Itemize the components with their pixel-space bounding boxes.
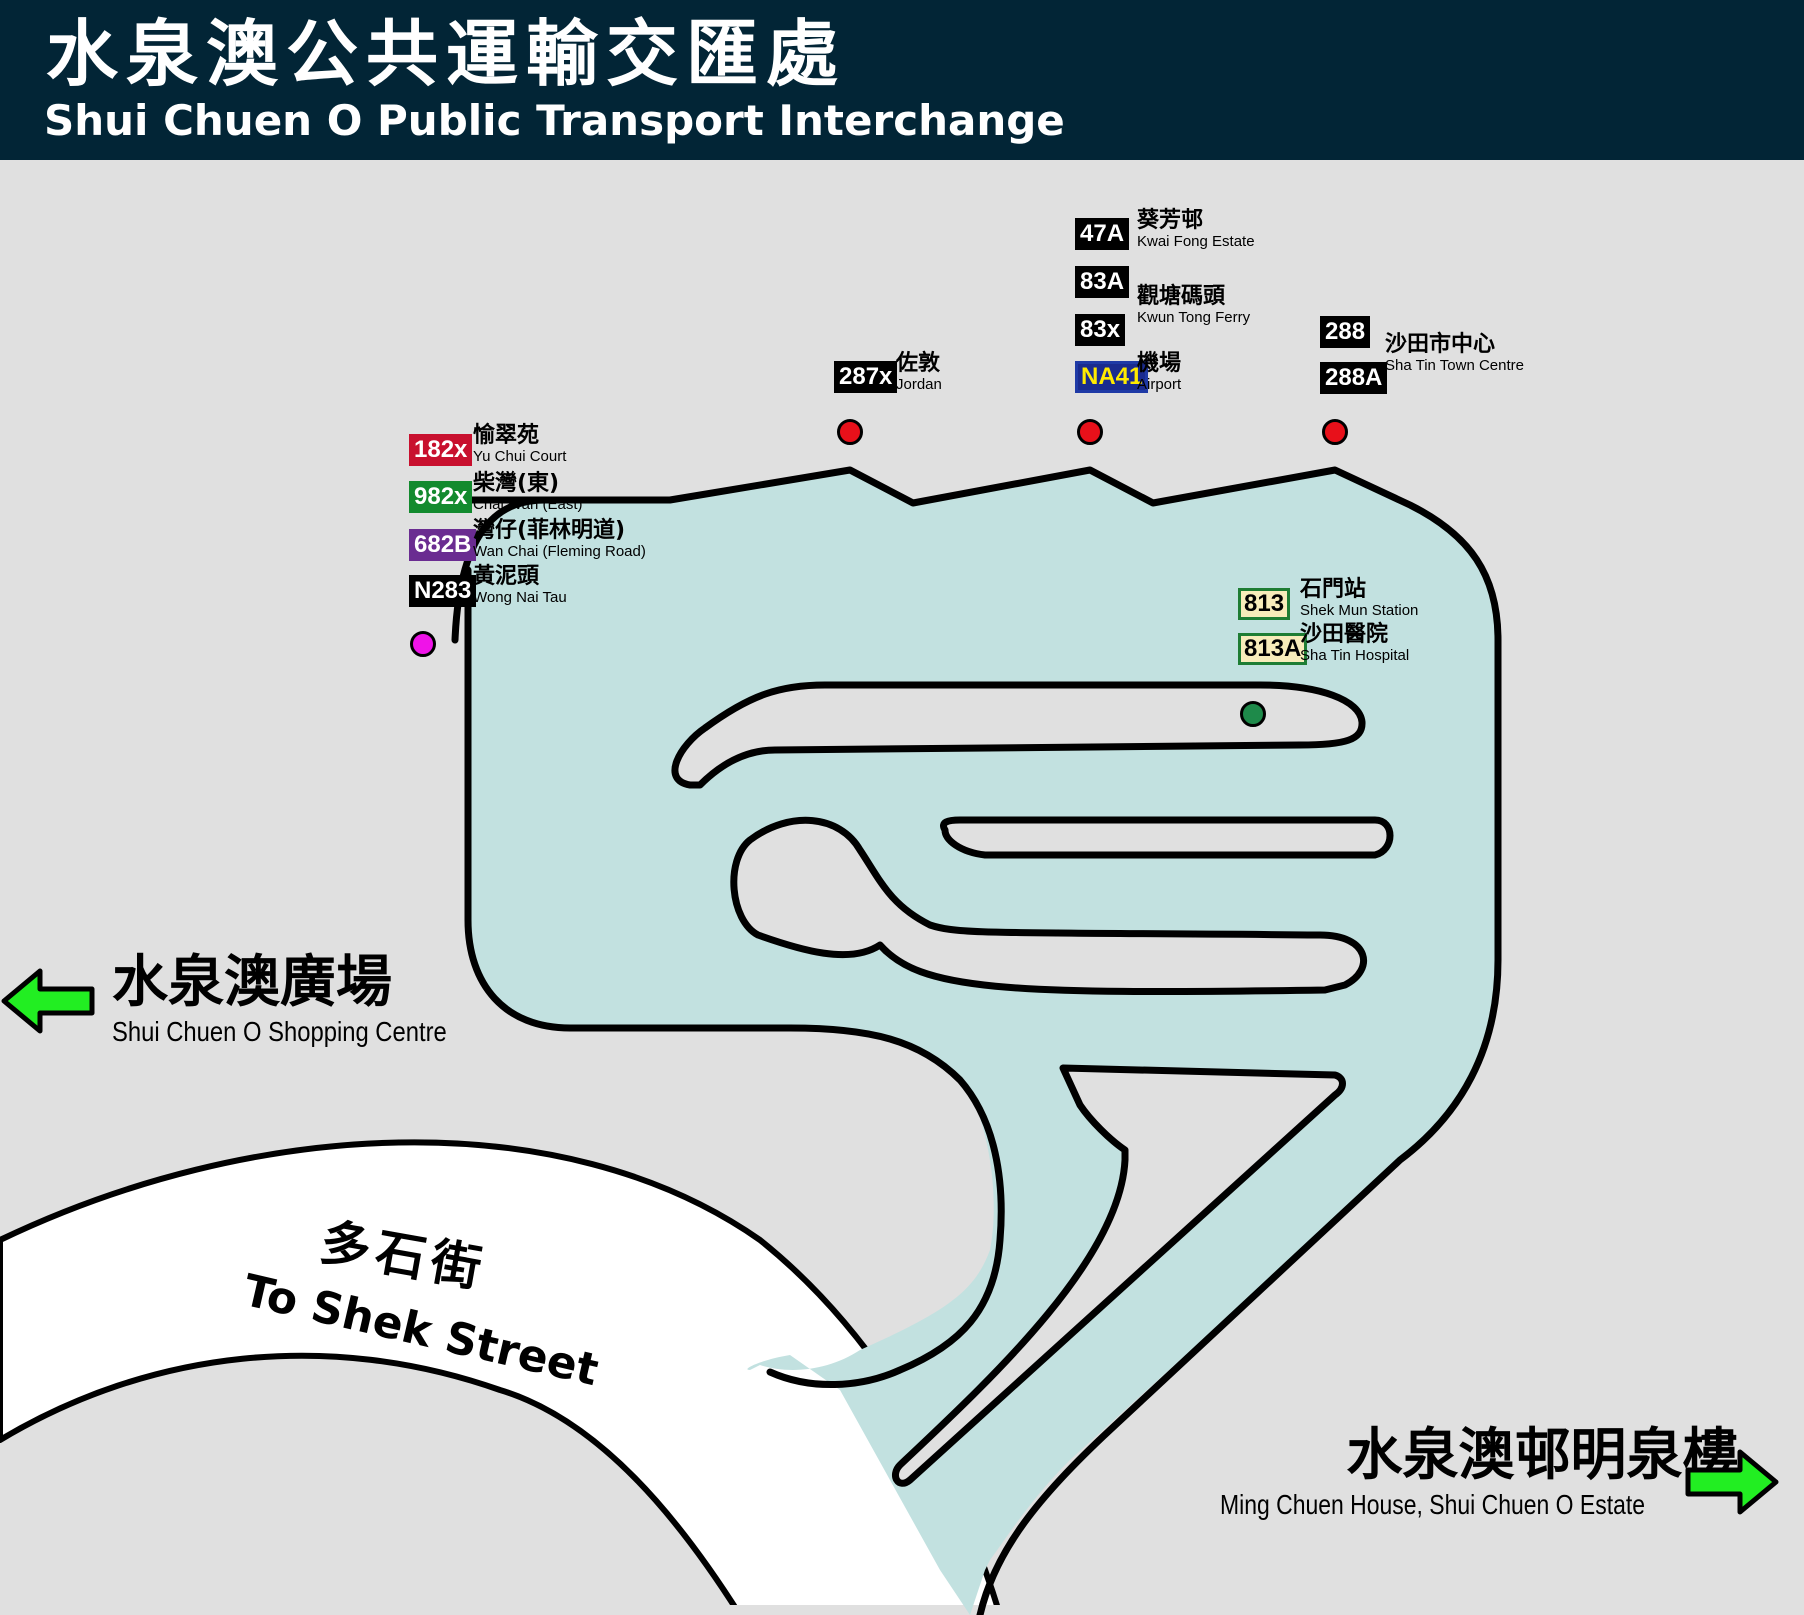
right-arrow-icon [1685, 1449, 1779, 1515]
dest-zh: 機場 [1137, 351, 1182, 376]
dest-en: Airport [1137, 376, 1182, 393]
dest-zh: 沙田醫院 [1300, 622, 1389, 647]
destination-shek-mun-station: 石門站 Shek Mun Station [1300, 577, 1419, 620]
island-4 [892, 1064, 1346, 1487]
dest-en: Kwun Tong Ferry [1137, 309, 1251, 326]
route-badge-813a[interactable]: 813A [1238, 633, 1308, 665]
place-zh: 水泉澳廣場 [112, 950, 392, 1015]
left-arrow-icon [1, 968, 95, 1034]
route-badge-na41[interactable]: NA41 [1075, 361, 1149, 393]
bus-stop-jordan-marker[interactable] [837, 419, 863, 445]
dest-zh: 愉翠苑 [473, 423, 540, 448]
route-badge-982x[interactable]: 982x [409, 481, 473, 513]
island-3 [730, 816, 1367, 996]
dest-en: Sha Tin Hospital [1300, 647, 1410, 664]
destination-wan-chai: 灣仔(菲林明道) Wan Chai (Fleming Road) [473, 518, 646, 561]
bus-stop-shatin-marker[interactable] [1322, 419, 1348, 445]
route-badge-182x[interactable]: 182x [409, 434, 473, 466]
route-badge-83x[interactable]: 83x [1075, 314, 1126, 346]
dest-en: Yu Chui Court [473, 448, 567, 465]
header-title-zh: 水泉澳公共運輸交匯處 [46, 12, 847, 96]
destination-wong-nai-tau: 黃泥頭 Wong Nai Tau [473, 564, 567, 607]
destination-airport: 機場 Airport [1137, 351, 1182, 394]
dest-en: Chai Wan (East) [473, 496, 583, 513]
bus-stop-middle-marker[interactable] [1077, 419, 1103, 445]
destination-sha-tin-hospital: 沙田醫院 Sha Tin Hospital [1300, 622, 1410, 665]
route-badge-288a[interactable]: 288A [1320, 362, 1388, 394]
dest-zh: 佐敦 [896, 351, 941, 376]
header-title-en: Shui Chuen O Public Transport Interchang… [44, 96, 1065, 145]
place-en: Shui Chuen O Shopping Centre [112, 1016, 447, 1047]
island-1 [671, 681, 1366, 789]
to-shek-street-road [0, 1139, 1003, 1615]
route-badge-83a[interactable]: 83A [1075, 266, 1130, 298]
route-badge-n283[interactable]: N283 [409, 575, 477, 607]
dest-zh: 灣仔(菲林明道) [473, 518, 626, 543]
destination-sha-tin-town-centre: 沙田市中心 Sha Tin Town Centre [1385, 332, 1524, 375]
dest-en: Wong Nai Tau [473, 589, 567, 606]
dest-zh: 黃泥頭 [473, 564, 540, 589]
route-badge-288[interactable]: 288 [1320, 316, 1371, 348]
route-badge-287x[interactable]: 287x [834, 361, 898, 393]
dest-zh: 葵芳邨 [1137, 208, 1204, 233]
place-ming-chuen-house: 水泉澳邨明泉樓 Ming Chuen House, Shui Chuen O E… [1220, 1428, 1738, 1521]
destination-jordan: 佐敦 Jordan [896, 351, 942, 394]
dest-en: Shek Mun Station [1300, 602, 1419, 619]
destination-yu-chui-court: 愉翠苑 Yu Chui Court [473, 423, 567, 466]
dest-en: Kwai Fong Estate [1137, 233, 1255, 250]
destination-kwun-tong-ferry: 觀塘碼頭 Kwun Tong Ferry [1137, 284, 1251, 327]
dest-en: Wan Chai (Fleming Road) [473, 543, 646, 560]
place-shopping-centre: 水泉澳廣場 Shui Chuen O Shopping Centre [112, 955, 506, 1048]
bus-stop-west-marker[interactable] [410, 631, 436, 657]
minibus-stop-marker[interactable] [1240, 701, 1266, 727]
dest-en: Sha Tin Town Centre [1385, 357, 1524, 374]
dest-zh: 石門站 [1300, 577, 1367, 602]
route-badge-47a[interactable]: 47A [1075, 218, 1130, 250]
place-en: Ming Chuen House, Shui Chuen O Estate [1220, 1489, 1646, 1520]
header-bar: 水泉澳公共運輸交匯處 Shui Chuen O Public Transport… [0, 0, 1804, 160]
dest-zh: 觀塘碼頭 [1137, 284, 1226, 309]
destination-kwai-fong-estate: 葵芳邨 Kwai Fong Estate [1137, 208, 1255, 251]
route-badge-682b[interactable]: 682B [409, 529, 477, 561]
route-badge-813[interactable]: 813 [1238, 588, 1291, 620]
island-2 [940, 816, 1394, 859]
destination-chai-wan-east: 柴灣(東) Chai Wan (East) [473, 471, 583, 514]
place-zh: 水泉澳邨明泉樓 [1346, 1423, 1739, 1488]
dest-zh: 柴灣(東) [473, 471, 560, 496]
dest-zh: 沙田市中心 [1385, 332, 1496, 357]
terminus-outline-left [464, 566, 1005, 1388]
dest-en: Jordan [896, 376, 942, 393]
